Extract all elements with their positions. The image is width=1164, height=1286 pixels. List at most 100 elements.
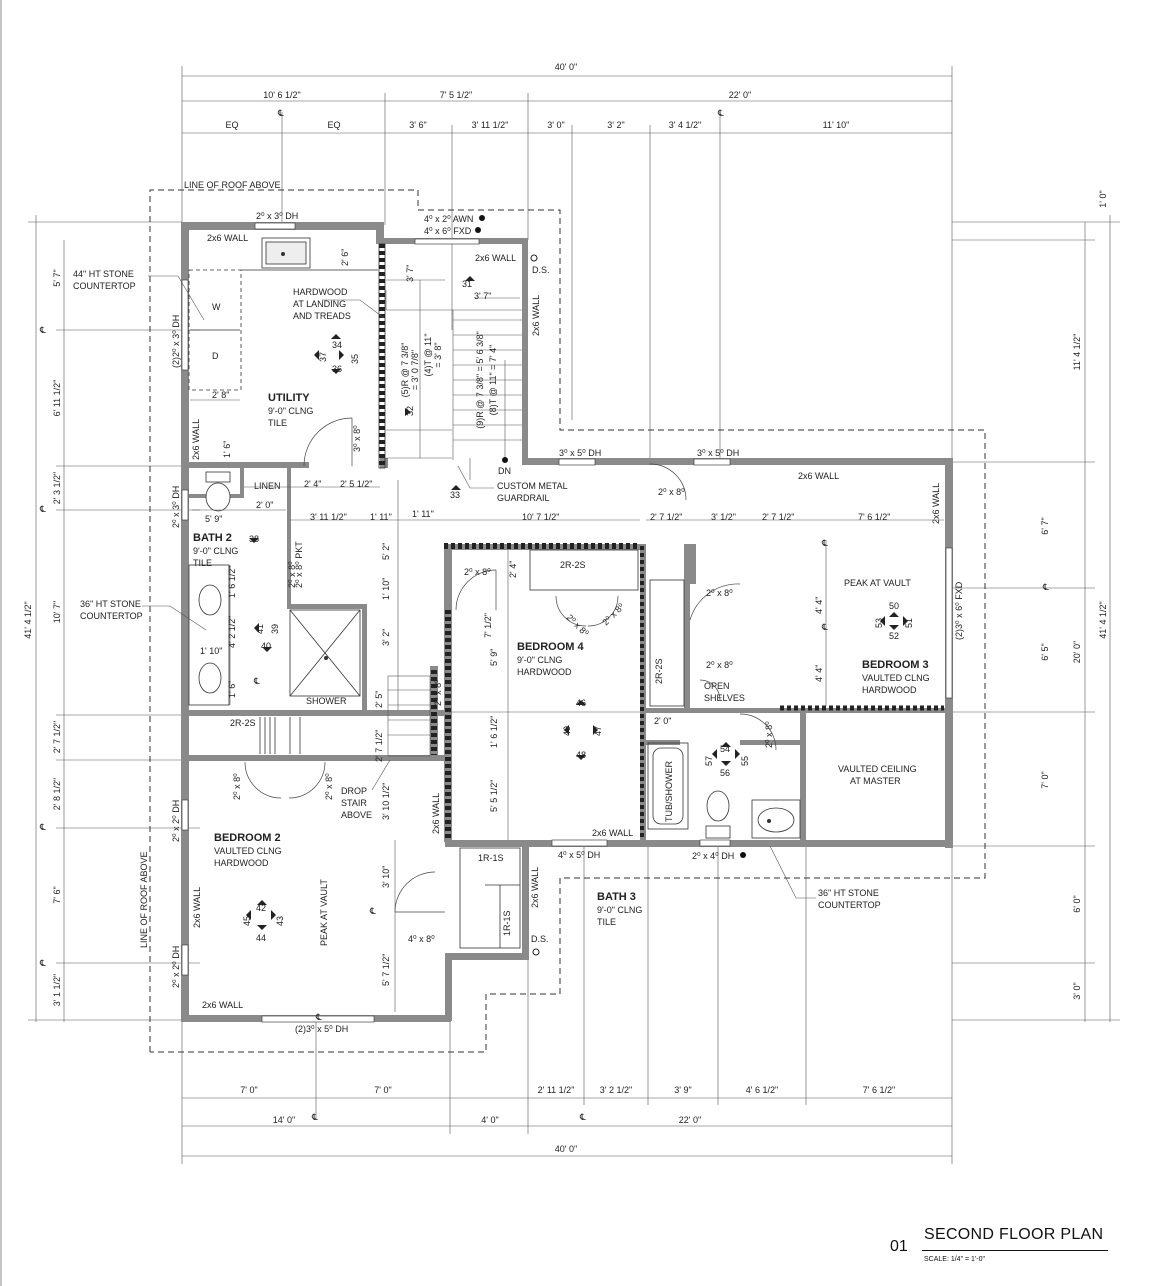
guardrail-walls — [378, 243, 944, 840]
dim-int-24: 2' 4" — [508, 561, 518, 578]
right-dimensions — [952, 215, 1120, 1022]
dim-bottom-b: 7' 0" — [374, 1085, 391, 1095]
bath3-sink-drain — [767, 819, 771, 823]
note-vault-master-1: VAULTED CEILING — [838, 764, 917, 774]
awning-window-marker — [479, 215, 485, 221]
opening-tag-6: 3⁰ x 5⁰ DH — [697, 448, 739, 458]
dim-int-32: 1' 6" — [227, 681, 237, 698]
tag-49: 49 — [562, 726, 572, 736]
door-tag-9: 2⁰ x 8⁰ — [433, 679, 443, 706]
drawing-scale: SCALE: 1/4" = 1'-0" — [924, 1256, 985, 1263]
svg-text:℄: ℄ — [369, 906, 376, 916]
note-1r1s-a: 1R-1S — [478, 853, 504, 863]
tag-48: 48 — [576, 750, 586, 760]
title-block: 01 SECOND FLOOR PLAN SCALE: 1/4" = 1'-0" — [890, 1226, 1110, 1274]
svg-text:℄: ℄ — [821, 622, 828, 632]
dim-top-f: 3' 0" — [547, 120, 564, 130]
drop-stair — [387, 675, 431, 757]
tag-42: 42 — [256, 903, 266, 913]
note-2r2s-a: 2R-2S — [560, 560, 586, 570]
room-bath2-clng: 9'-0" CLNG — [193, 546, 238, 556]
tag-44: 44 — [256, 933, 266, 943]
room-bedroom3-name: BEDROOM 3 — [862, 659, 929, 671]
room-utility-floor: TILE — [268, 418, 287, 428]
note-washer: W — [212, 302, 221, 312]
dim-top-a: 10' 6 1/2" — [263, 90, 300, 100]
note-vault-master-2: AT MASTER — [850, 776, 901, 786]
note-peak-vault-b2: PEAK AT VAULT — [319, 879, 329, 946]
opening-tag-8: (2)3⁰ x 6⁰ FXD — [954, 581, 964, 640]
tag-40: 40 — [261, 641, 271, 651]
note-hardwood-1: HARDWOOD — [293, 287, 348, 297]
wall-label-1: 2x6 WALL — [207, 233, 248, 243]
tag-56: 56 — [720, 768, 730, 778]
note-hardwood-3: AND TREADS — [293, 311, 351, 321]
dim-int-18: 5' 2" — [381, 543, 391, 560]
dim-int-7: 2' 5 1/2" — [340, 479, 372, 489]
note-pocket-door: 2⁰ x 8⁰ PKT — [294, 541, 304, 588]
door-tag-13: 4⁰ x 8⁰ — [408, 934, 435, 944]
room-bath3-name: BATH 3 — [597, 891, 636, 903]
opening-tag-1: 2⁰ x 3⁰ DH — [256, 211, 298, 221]
svg-text:℄: ℄ — [253, 676, 260, 686]
dim-right-top: 1' 0" — [1098, 190, 1108, 207]
room-bath2-floor: TILE — [193, 558, 212, 568]
centerline-marks: ℄ ℄ ℄ ℄ ℄ ℄ ℄ ℄ ℄ ℄ ℄ ℄ ℄ ℄ — [39, 108, 1049, 1122]
shower-drain — [324, 656, 328, 660]
dim-int-3: 3' 7" — [474, 291, 491, 301]
dim-right-overall: 41' 4 1/2" — [1098, 601, 1108, 638]
door-tag-7: 2⁰ x 8⁰ — [232, 773, 242, 800]
svg-text:℄: ℄ — [39, 325, 46, 335]
tag-31: 31 — [462, 279, 472, 289]
dim-bottom-f: 4' 6 1/2" — [746, 1085, 778, 1095]
wall-label-9: 2x6 WALL — [530, 867, 540, 908]
dim-top-eq2: EQ — [327, 120, 340, 130]
bottom-dimensions — [181, 846, 953, 1164]
bath3-window-marker — [740, 852, 746, 858]
dim-int-10: 3' 11 1/2" — [310, 512, 347, 522]
door-tag-6: 2⁰ x 8⁰ — [764, 721, 774, 748]
dim-int-22: 2' 7 1/2" — [374, 730, 384, 762]
door-tag-12: 2⁰ x 8⁰ — [600, 601, 626, 627]
dim-left-g: 7' 6" — [52, 886, 62, 903]
tag-34: 34 — [332, 340, 342, 350]
room-bedroom2-floor: HARDWOOD — [214, 858, 269, 868]
dim-int-15: 3' 1/2" — [711, 512, 736, 522]
dim-int-4: 2' 8" — [212, 390, 229, 400]
note-drop-1: DROP — [341, 786, 367, 796]
dim-left-f: 2' 8 1/2" — [52, 778, 62, 810]
note-guardrail-1: CUSTOM METAL — [497, 481, 568, 491]
dim-left-h: 3' 1 1/2" — [52, 974, 62, 1006]
note-counter36a-1: 36" HT STONE — [80, 599, 141, 609]
tag-43: 43 — [275, 916, 285, 926]
note-drop-3: ABOVE — [341, 810, 372, 820]
room-utility-clng: 9'-0" CLNG — [268, 406, 313, 416]
tag-32: 32 — [405, 406, 415, 416]
dim-int-16: 2' 7 1/2" — [762, 512, 794, 522]
opening-tag-13: (2)3⁰ x 5⁰ DH — [295, 1024, 348, 1034]
door-tag-11: 2⁰ x 8⁰ — [565, 612, 591, 638]
tag-51: 51 — [904, 618, 914, 628]
drawing-title: SECOND FLOOR PLAN — [924, 1226, 1104, 1243]
door-tag-3: 2⁰ x 8⁰ — [658, 487, 685, 497]
dim-top-e: 3' 11 1/2" — [472, 120, 509, 130]
note-ds-2: D.S. — [531, 934, 549, 944]
room-bath2-name: BATH 2 — [193, 532, 232, 544]
elevation-markers — [246, 276, 908, 930]
tag-45: 45 — [242, 916, 252, 926]
note-peak-vault-b3: PEAK AT VAULT — [844, 578, 911, 588]
stair-note-5: (9)R @ 7 3/8" = 5' 6 3/8" — [475, 331, 485, 429]
opening-tag-3: 4⁰ x 6⁰ FXD — [424, 226, 472, 236]
note-counter44-2: COUNTERTOP — [73, 281, 136, 291]
dim-right-g: 3' 0" — [1072, 982, 1082, 999]
dim-bottom-a: 7' 0" — [240, 1085, 257, 1095]
dim-bottom-j: 22' 0" — [679, 1115, 701, 1125]
door-swings — [244, 417, 777, 913]
dim-int-36: 3' 10" — [381, 866, 391, 888]
dim-int-2: 3' 7" — [405, 265, 415, 282]
room-bedroom3-floor: HARDWOOD — [862, 685, 917, 695]
dim-left-e: 2' 7 1/2" — [52, 721, 62, 753]
dim-int-35: 2' 0" — [654, 716, 671, 726]
dim-int-21: 2' 5" — [374, 691, 384, 708]
dim-int-11: 1' 11" — [370, 512, 392, 522]
